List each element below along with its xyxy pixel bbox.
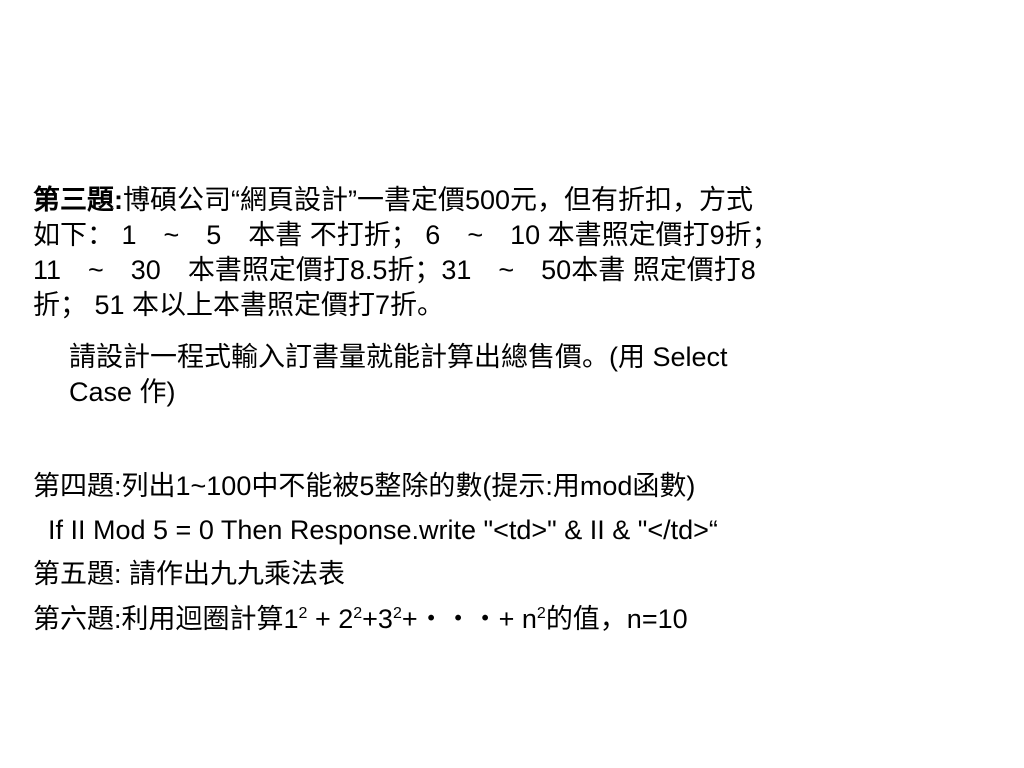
question-4-text: 第四題:列出1~100中不能被5整除的數(提示:用mod函數) xyxy=(33,471,696,501)
question-3-line-2: 如下： 1 ~ 5 本書 不打折； 6 ~ 10 本書照定價打9折； xyxy=(33,220,779,250)
exponent-1: 2 xyxy=(298,605,308,622)
question-3-label: 第三題: xyxy=(33,185,123,215)
code-hint-text: If II Mod 5 = 0 Then Response.write "<td… xyxy=(48,515,718,545)
code-hint: If II Mod 5 = 0 Then Response.write "<td… xyxy=(48,513,1008,548)
question-3-subtask-line-1: 請設計一程式輸入訂書量就能計算出總售價。(用 Select xyxy=(69,342,728,372)
question-3-text-1: 博碩公司“網頁設計”一書定價500元，但有折扣，方式 xyxy=(123,185,754,215)
question-6-text: 第六題:利用迴圈計算12 + 22+32+・・・+ n2的值，n=10 xyxy=(33,602,993,637)
question-5: 第五題: 請作出九九乘法表 xyxy=(33,557,993,592)
exponent-3: 2 xyxy=(392,605,402,622)
question-3-subtask-line-2: Case 作) xyxy=(69,377,176,407)
question-6: 第六題:利用迴圈計算12 + 22+32+・・・+ n2的值，n=10 xyxy=(33,602,993,637)
question-3-line-3: 11 ~ 30 本書照定價打8.5折；31 ~ 50本書 照定價打8 xyxy=(33,255,756,285)
question-3-line-4: 折； 51 本以上本書照定價打7折。 xyxy=(33,290,445,320)
question-6-term-n: +・・・+ n xyxy=(401,604,537,634)
question-6-term-3: +3 xyxy=(362,604,393,634)
question-6-prefix: 第六題:利用迴圈計算1 xyxy=(33,604,299,634)
question-3-line-1: 第三題:博碩公司“網頁設計”一書定價500元，但有折扣，方式 xyxy=(33,183,1024,218)
question-5-text: 第五題: 請作出九九乘法表 xyxy=(33,559,346,589)
question-4: 第四題:列出1~100中不能被5整除的數(提示:用mod函數) xyxy=(33,469,993,504)
question-6-suffix: 的值，n=10 xyxy=(545,604,688,634)
exponent-n: 2 xyxy=(536,605,546,622)
question-3-subtask: 請設計一程式輸入訂書量就能計算出總售價。(用 Select Case 作) xyxy=(69,340,969,410)
question-6-term-2: + 2 xyxy=(307,604,354,634)
exponent-2: 2 xyxy=(353,605,363,622)
question-3: 第三題:博碩公司“網頁設計”一書定價500元，但有折扣，方式 如下： 1 ~ 5… xyxy=(33,183,1024,323)
